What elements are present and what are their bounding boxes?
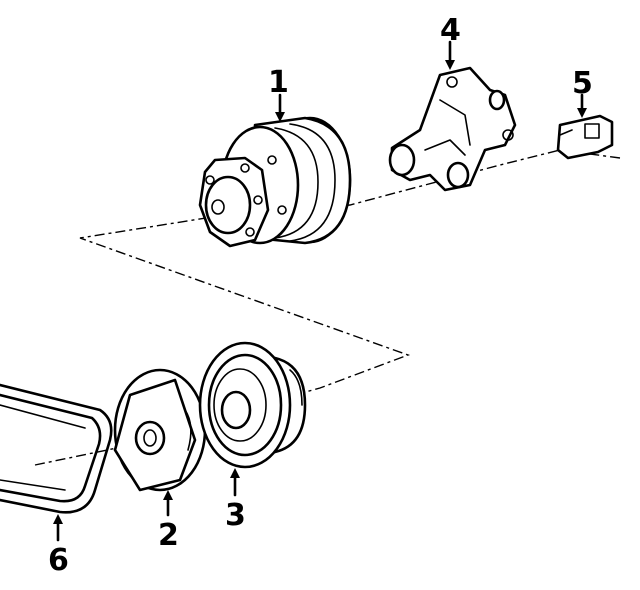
callout-1: 1 <box>268 65 289 100</box>
pulley-icon <box>198 341 307 469</box>
mounting-bracket-icon <box>388 66 517 192</box>
clutch-hub-icon <box>113 368 207 492</box>
callout-5: 5 <box>572 66 593 101</box>
callout-6: 6 <box>48 543 69 578</box>
sensor-icon <box>556 114 614 160</box>
ac-compressor-icon <box>198 116 352 248</box>
callout-2: 2 <box>158 518 179 553</box>
drive-belt-icon <box>0 383 113 514</box>
callout-3: 3 <box>225 498 246 533</box>
leader-lines <box>53 40 587 542</box>
callout-4: 4 <box>440 13 461 48</box>
callout-labels: 1 2 3 4 5 6 <box>48 13 593 578</box>
